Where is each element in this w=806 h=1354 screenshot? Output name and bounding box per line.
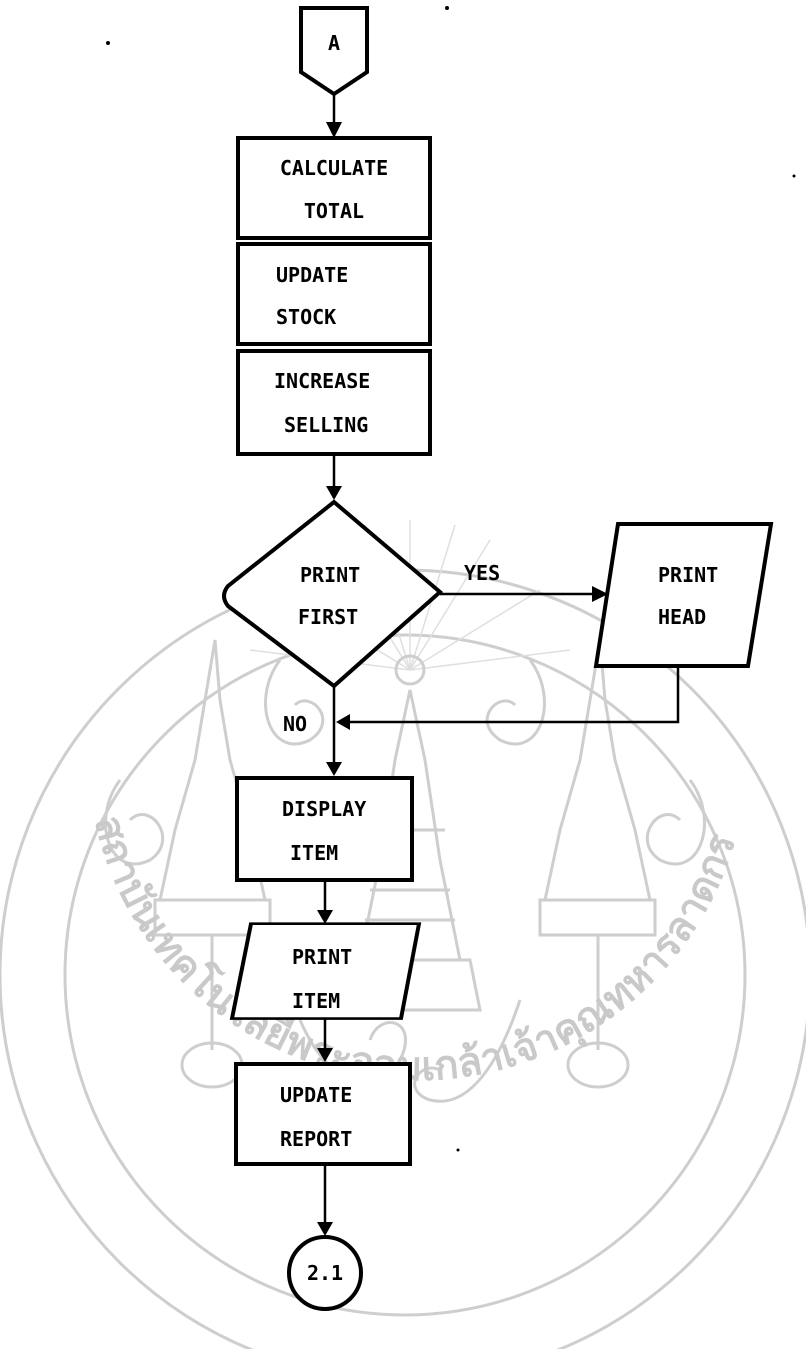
process-update-report: UPDATE REPORT bbox=[234, 1062, 412, 1166]
process-calculate-line2: TOTAL bbox=[304, 199, 364, 223]
process-display-line2: ITEM bbox=[290, 841, 338, 865]
arrow-head bbox=[326, 486, 342, 500]
io-print-item: PRINT ITEM bbox=[229, 922, 422, 1020]
io-print-head-line2: HEAD bbox=[658, 605, 706, 629]
arrow-head bbox=[326, 762, 342, 776]
process-report-line2: REPORT bbox=[280, 1127, 352, 1151]
connector-a-label: A bbox=[328, 31, 340, 55]
io-print-item-line1: PRINT bbox=[292, 945, 352, 969]
arrow-head bbox=[317, 910, 333, 924]
process-update-stock: UPDATE STOCK bbox=[236, 242, 432, 346]
connector-2-1-label: 2.1 bbox=[307, 1261, 343, 1285]
process-report-line1: UPDATE bbox=[280, 1083, 352, 1107]
scan-speck bbox=[106, 41, 110, 45]
process-display-item: DISPLAY ITEM bbox=[235, 776, 414, 882]
process-display-line1: DISPLAY bbox=[282, 797, 366, 821]
process-calculate-line1: CALCULATE bbox=[280, 156, 388, 180]
connector-a: A bbox=[299, 6, 369, 97]
decision-print-first: PRINT FIRST bbox=[222, 499, 444, 689]
decision-line1: PRINT bbox=[300, 563, 360, 587]
scan-speck bbox=[445, 6, 449, 10]
arrow-head bbox=[317, 1222, 333, 1236]
io-print-head: PRINT HEAD bbox=[593, 522, 774, 668]
arrow-head bbox=[592, 586, 608, 602]
process-update-line1: UPDATE bbox=[276, 263, 348, 287]
process-update-line2: STOCK bbox=[276, 305, 336, 329]
scan-speck bbox=[456, 1148, 460, 1152]
yes-label: YES bbox=[464, 561, 500, 585]
flow-line-return bbox=[348, 666, 680, 724]
process-calculate-total: CALCULATE TOTAL bbox=[236, 136, 432, 240]
no-label: NO bbox=[283, 712, 307, 736]
decision-line2: FIRST bbox=[298, 605, 358, 629]
process-increase-selling: INCREASE SELLING bbox=[236, 349, 432, 456]
arrow-head bbox=[336, 714, 350, 730]
io-print-item-line2: ITEM bbox=[292, 989, 340, 1013]
process-increase-line2: SELLING bbox=[284, 413, 368, 437]
arrow-head bbox=[326, 122, 342, 138]
arrow-head bbox=[317, 1048, 333, 1062]
io-print-head-line1: PRINT bbox=[658, 563, 718, 587]
scan-speck bbox=[792, 174, 796, 178]
process-increase-line1: INCREASE bbox=[274, 369, 370, 393]
connector-2-1: 2.1 bbox=[287, 1235, 363, 1311]
